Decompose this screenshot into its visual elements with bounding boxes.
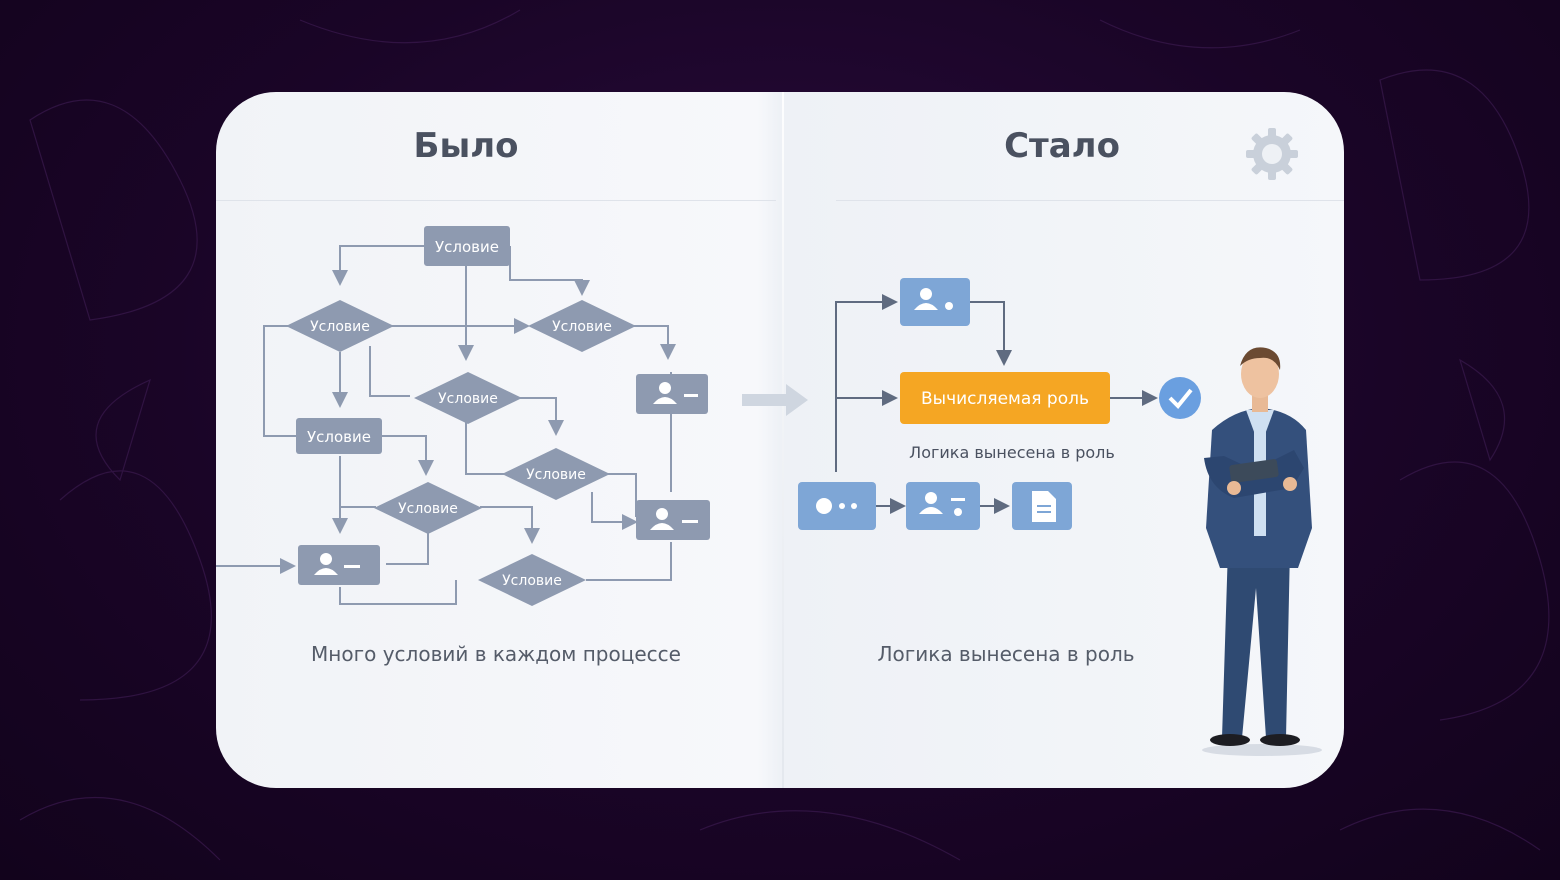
condition-box-left: [296, 418, 382, 454]
before-caption: Много условий в каждом процессе: [311, 642, 681, 666]
gear-icon: [1246, 128, 1298, 180]
document-icon: [1012, 482, 1072, 530]
computed-role-label: Вычисляемая роль: [921, 389, 1089, 409]
condition-diamond: [478, 554, 586, 606]
condition-diamond: [502, 448, 610, 500]
condition-label: Условие: [398, 501, 458, 517]
condition-box-top: [424, 226, 510, 266]
condition-label: Условие: [438, 391, 498, 407]
after-title: Стало: [1004, 126, 1120, 166]
condition-label: Условие: [502, 573, 562, 589]
condition-label: Условие: [552, 319, 612, 335]
check-icon: [1159, 377, 1201, 419]
condition-label: Условие: [310, 319, 370, 335]
before-title: Было: [413, 126, 519, 166]
after-caption: Логика вынесена в роль: [877, 642, 1135, 666]
dots-node-icon: [798, 482, 876, 530]
condition-label: Условие: [435, 238, 499, 256]
condition-diamond: [374, 482, 482, 534]
user-card-icon: [636, 374, 708, 414]
user-card-icon: [298, 545, 380, 585]
condition-label: Условие: [307, 428, 371, 446]
section-divider: [782, 92, 784, 788]
user-node-icon: [906, 482, 980, 530]
condition-diamond: [286, 300, 394, 352]
user-card-icon: [636, 500, 710, 540]
before-flowchart: Условие Условие Условие Условие Условие …: [216, 226, 710, 606]
after-flowchart: Вычисляемая роль Логика вынесена в роль: [798, 278, 1201, 530]
condition-label: Условие: [526, 467, 586, 483]
condition-diamond: [414, 372, 522, 424]
transition-arrow-icon: [742, 384, 808, 416]
computed-role-box: [900, 372, 1110, 424]
role-note: Логика вынесена в роль: [909, 443, 1115, 462]
businessman-illustration: [1202, 347, 1322, 756]
right-header-rule: [836, 200, 1344, 201]
condition-diamond: [528, 300, 636, 352]
comparison-card: Было Стало: [216, 92, 1344, 788]
user-node-icon: [900, 278, 970, 326]
left-header-rule: [216, 200, 776, 201]
